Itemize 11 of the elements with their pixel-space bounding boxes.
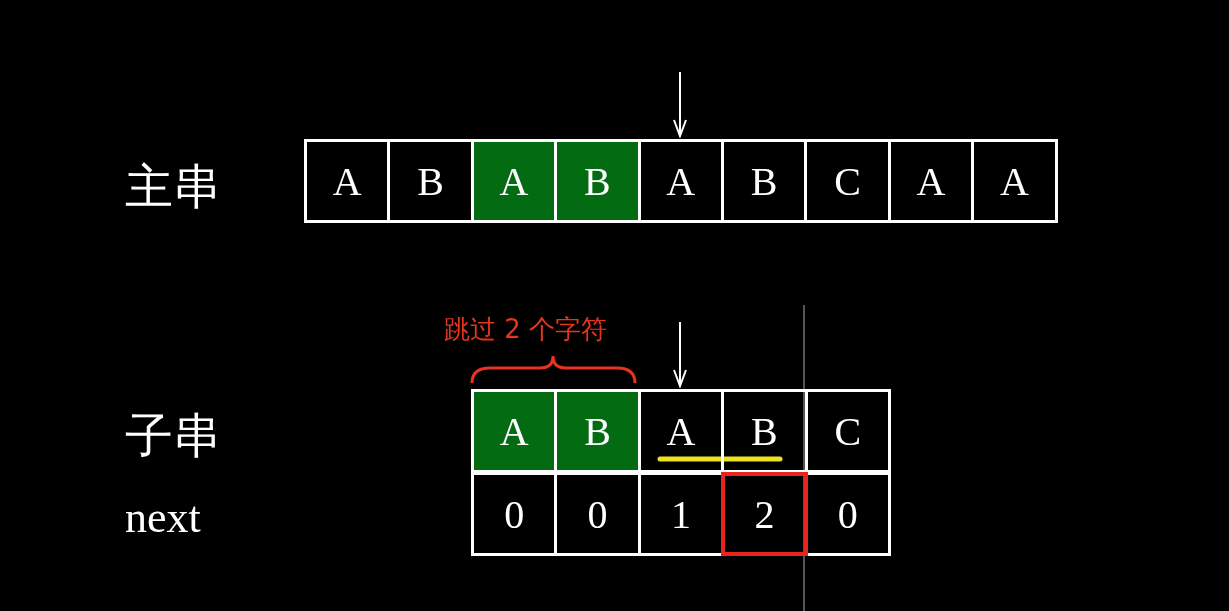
value-cell: 2 (721, 472, 808, 556)
string-cell: A (971, 139, 1058, 223)
row-label: 子串 (125, 406, 221, 465)
row-label: 主串 (125, 157, 221, 216)
string-cell: B (554, 139, 641, 223)
value-cell: 0 (554, 472, 641, 556)
string-cell: C (804, 139, 891, 223)
string-cell: B (554, 389, 641, 473)
string-cell: B (721, 389, 808, 473)
row-label: next (125, 492, 201, 543)
annotation-text: 跳过 2 个字符 (444, 313, 608, 346)
